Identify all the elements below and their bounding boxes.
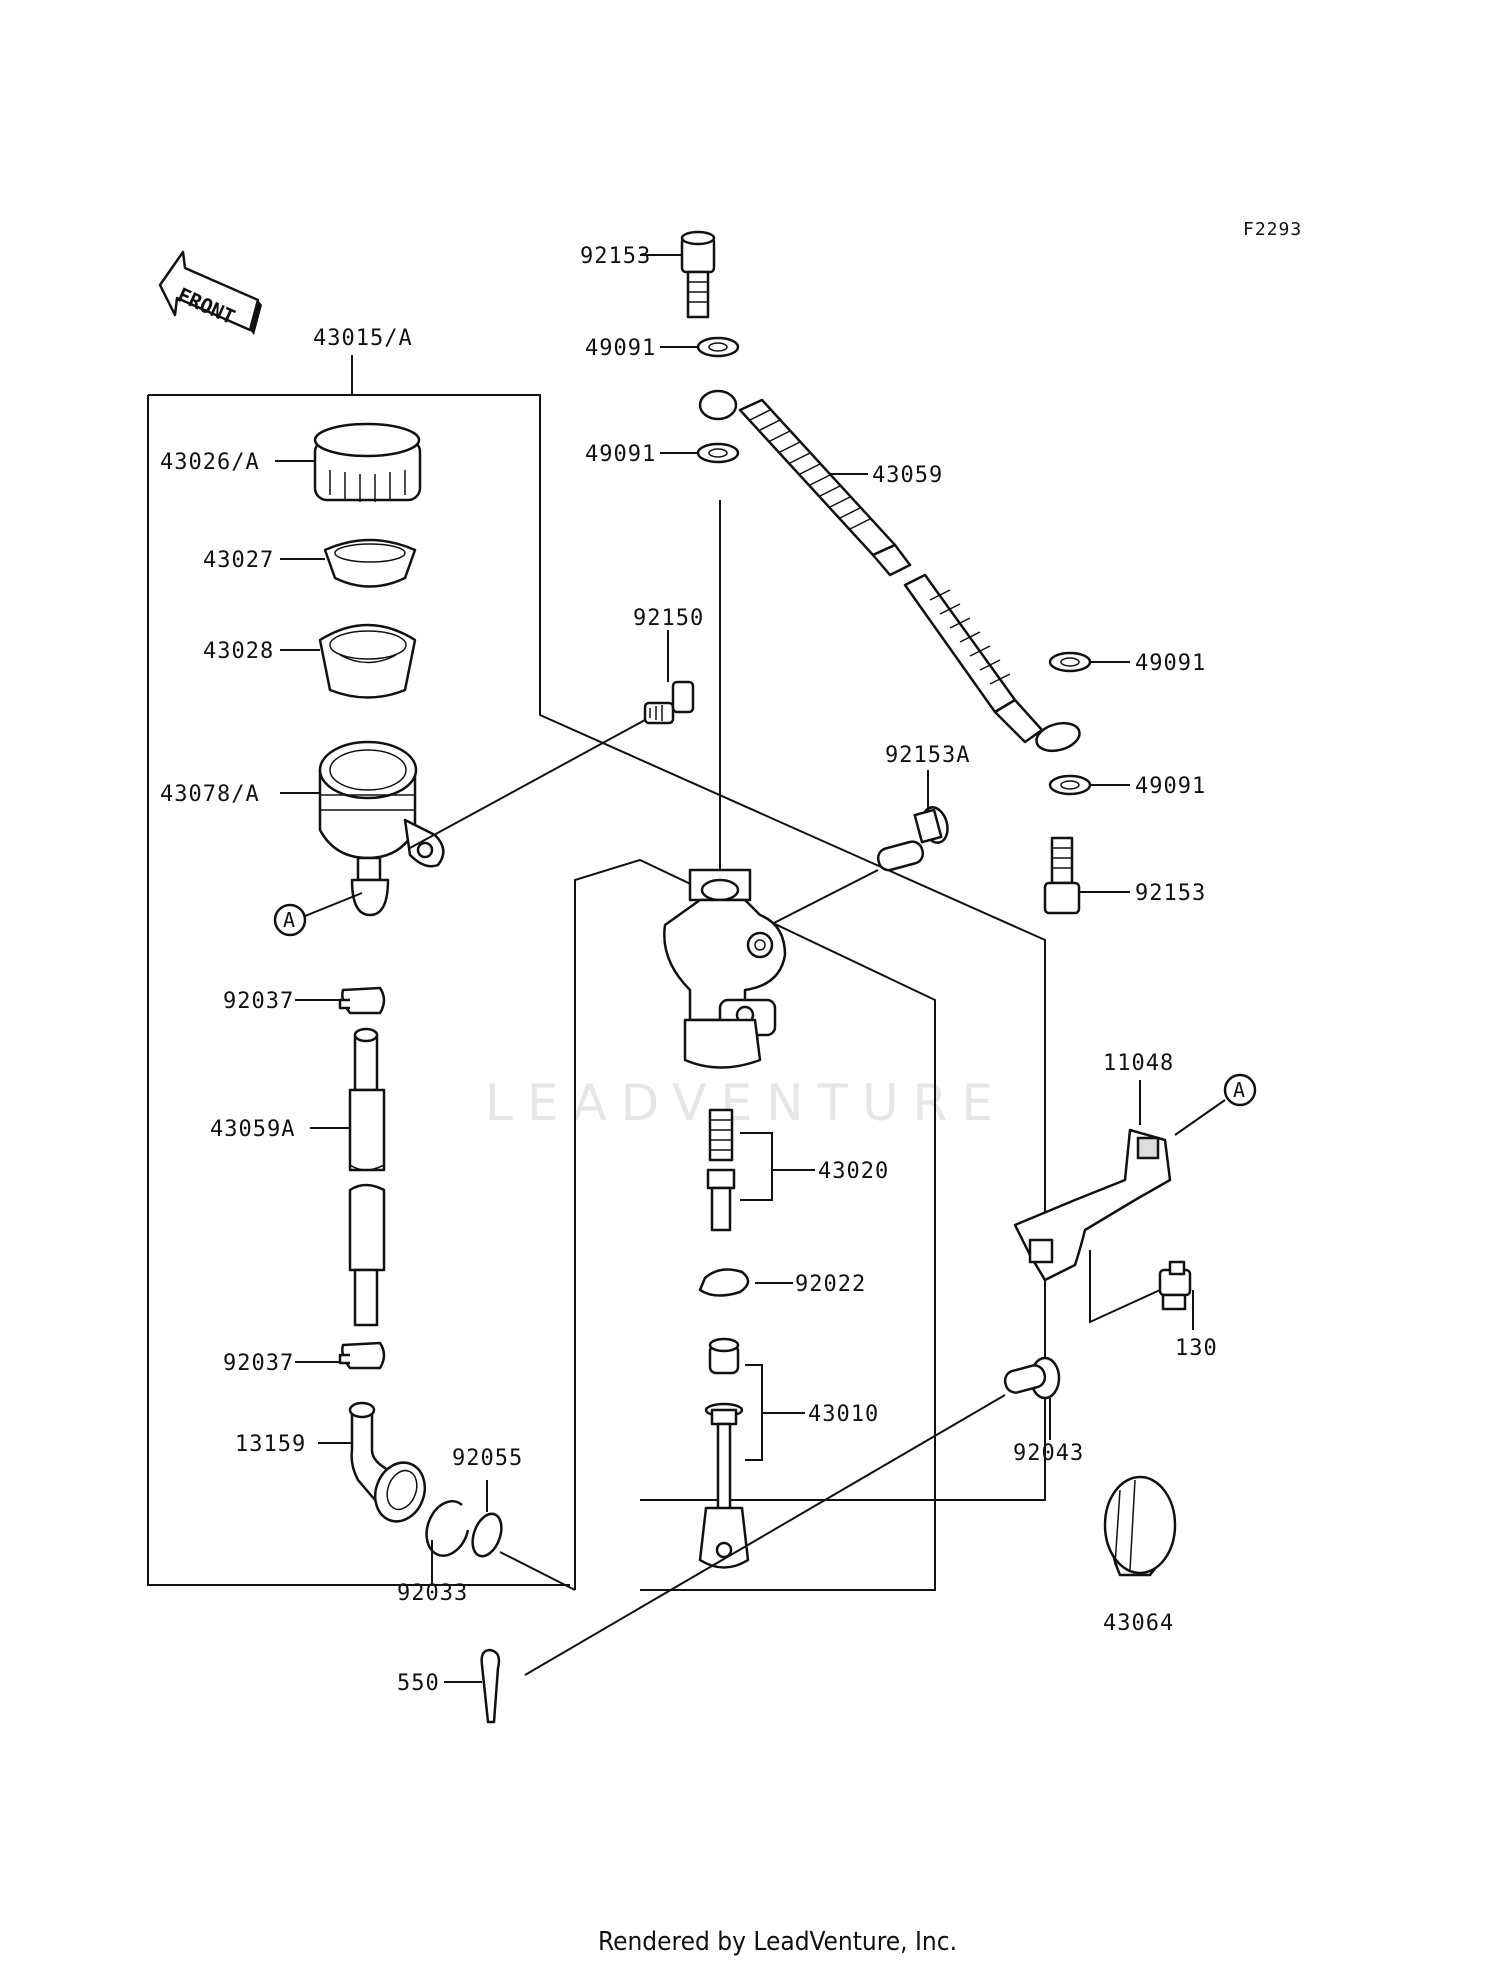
label-43010: 43010 bbox=[808, 1402, 879, 1427]
label-43078A: 43078/A bbox=[160, 782, 260, 807]
washer-49091-b bbox=[696, 442, 740, 464]
label-11048: 11048 bbox=[1103, 1051, 1174, 1076]
label-43026A: 43026/A bbox=[160, 450, 260, 475]
label-43059: 43059 bbox=[872, 463, 943, 488]
label-92037-top: 92037 bbox=[223, 989, 294, 1014]
bolt-130 bbox=[1158, 1260, 1192, 1311]
kit-box-outline bbox=[147, 355, 1046, 1591]
diagram-code: F2293 bbox=[1243, 219, 1302, 240]
label-550: 550 bbox=[397, 1671, 440, 1696]
bracket bbox=[1013, 1128, 1172, 1282]
ref-marker-a-right-text: A bbox=[1233, 1078, 1245, 1102]
label-43059A: 43059A bbox=[210, 1117, 295, 1142]
label-92037-bottom: 92037 bbox=[223, 1351, 294, 1376]
washer-49091-a bbox=[696, 336, 740, 358]
washer-49091-d bbox=[1048, 774, 1092, 796]
watermark: LEADVENTURE bbox=[485, 1074, 1007, 1132]
push-rod bbox=[698, 1337, 750, 1569]
banjo-bolt-top bbox=[680, 230, 716, 319]
reservoir bbox=[318, 740, 445, 917]
label-43027: 43027 bbox=[203, 548, 274, 573]
dust-boot bbox=[1103, 1475, 1177, 1577]
label-49091-d: 49091 bbox=[1135, 774, 1206, 799]
elbow-fitting bbox=[348, 1401, 427, 1523]
label-49091-a: 49091 bbox=[585, 336, 656, 361]
circlip-92033 bbox=[425, 1500, 470, 1557]
washer-49091-c bbox=[1048, 651, 1092, 673]
label-43015A: 43015/A bbox=[313, 326, 413, 351]
label-92033: 92033 bbox=[397, 1581, 468, 1606]
label-13159: 13159 bbox=[235, 1432, 306, 1457]
label-92055: 92055 bbox=[452, 1446, 523, 1471]
label-92150: 92150 bbox=[633, 606, 704, 631]
clamp-top bbox=[338, 986, 386, 1015]
label-130: 130 bbox=[1175, 1336, 1218, 1361]
ref-marker-a bbox=[273, 903, 307, 937]
banjo-bolt-right bbox=[1043, 836, 1081, 915]
label-43064: 43064 bbox=[1103, 1611, 1174, 1636]
spring-43020 bbox=[706, 1108, 736, 1232]
diaphragm-plate bbox=[323, 538, 417, 588]
banjo-fitting-upper bbox=[698, 389, 738, 421]
ref-marker-a-text: A bbox=[283, 908, 295, 932]
reservoir-hose bbox=[348, 1027, 386, 1327]
clevis-pin bbox=[1003, 1356, 1061, 1400]
label-49091-c: 49091 bbox=[1135, 651, 1206, 676]
circlip-92022 bbox=[698, 1268, 750, 1297]
cotter-pin bbox=[480, 1648, 501, 1724]
label-92153A: 92153A bbox=[885, 743, 970, 768]
diaphragm bbox=[318, 623, 417, 699]
label-92043: 92043 bbox=[1013, 1441, 1084, 1466]
label-49091-b: 49091 bbox=[585, 442, 656, 467]
label-43020: 43020 bbox=[818, 1159, 889, 1184]
label-92153-top: 92153 bbox=[580, 244, 651, 269]
bleed-screw bbox=[876, 806, 949, 872]
brake-hose bbox=[738, 398, 1081, 753]
footer-credit: Rendered by LeadVenture, Inc. bbox=[598, 1927, 957, 1957]
oring-92055 bbox=[471, 1512, 503, 1558]
label-92153-right: 92153 bbox=[1135, 881, 1206, 906]
reservoir-cap bbox=[313, 422, 422, 502]
screw-92150 bbox=[643, 680, 695, 725]
label-43028: 43028 bbox=[203, 639, 274, 664]
clamp-bottom bbox=[338, 1341, 386, 1370]
front-arrow-icon: FRONT bbox=[158, 250, 262, 335]
master-cylinder-body bbox=[663, 868, 787, 1069]
ref-marker-a-right bbox=[1223, 1073, 1257, 1107]
label-92022: 92022 bbox=[795, 1272, 866, 1297]
